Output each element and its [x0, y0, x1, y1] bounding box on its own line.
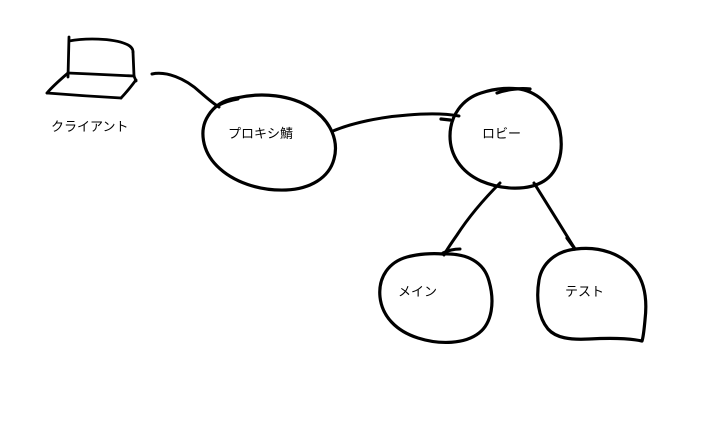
- laptop-base-corner-tick: [132, 74, 138, 83]
- laptop-hinge: [66, 71, 136, 78]
- edge-proxy-lobby-line: [331, 112, 461, 133]
- laptop-base-right-edge: [119, 78, 138, 100]
- node-main-label: メイン: [398, 285, 438, 300]
- node-proxy[interactable]: [201, 93, 338, 192]
- node-main[interactable]: [378, 252, 494, 345]
- client-label: クライアント: [51, 120, 129, 135]
- laptop-base-left-edge: [45, 71, 70, 95]
- laptop-base-front-edge: [45, 91, 123, 100]
- node-lobby-left-tick: [439, 117, 452, 122]
- laptop-screen-left-edge: [66, 35, 71, 79]
- node-test-outline[interactable]: [536, 246, 648, 343]
- edge-client-proxy-line: [150, 71, 221, 109]
- laptop-screen-right-edge: [131, 50, 136, 78]
- node-test-label: テスト: [565, 285, 605, 300]
- node-test-top-tick: [565, 236, 577, 251]
- node-lobby-outline[interactable]: [448, 86, 563, 190]
- edge-proxy-lobby: [331, 112, 461, 133]
- node-lobby-tail: [495, 87, 532, 95]
- node-test[interactable]: [536, 236, 648, 343]
- node-lobby-label: ロビー: [482, 127, 522, 142]
- laptop-screen-top-edge: [67, 37, 135, 54]
- edge-lobby-main-arrowhead: [441, 247, 462, 255]
- edge-lobby-main: [441, 181, 502, 257]
- node-proxy-outline[interactable]: [201, 93, 338, 192]
- edge-lobby-main-line: [442, 181, 502, 257]
- laptop-icon: [45, 35, 138, 100]
- node-proxy-label: プロキシ鯖: [228, 127, 294, 142]
- node-lobby[interactable]: [439, 86, 563, 190]
- node-main-outline[interactable]: [378, 252, 494, 345]
